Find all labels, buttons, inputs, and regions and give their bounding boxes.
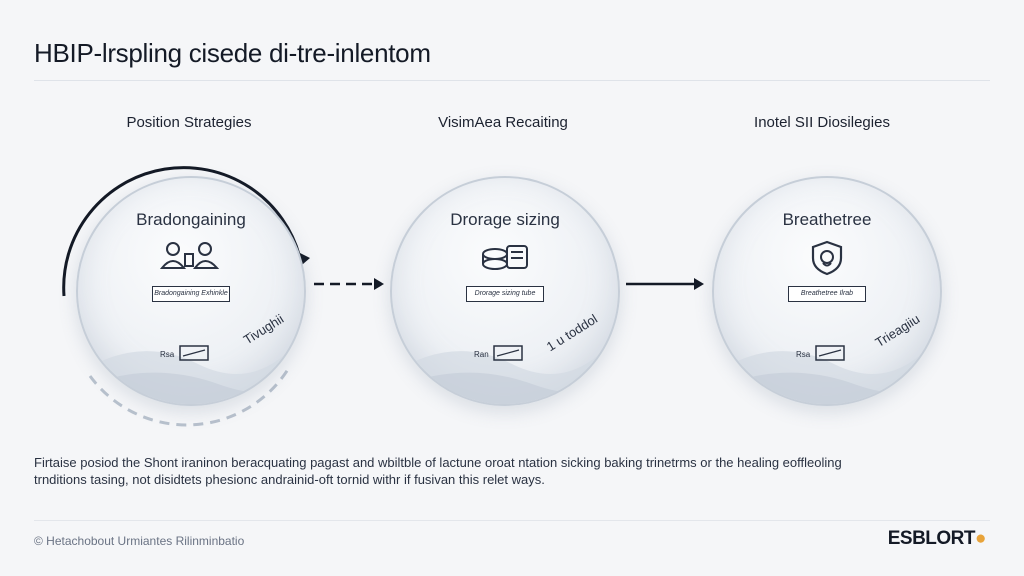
mini-chart-icon <box>178 345 209 361</box>
stage-title-2: Drorage sizing <box>450 210 560 229</box>
logo-dot-icon: ● <box>975 528 986 549</box>
column-heading-1: Position Strategies <box>126 114 252 131</box>
stacked-coins-icon <box>477 240 533 279</box>
stage-mini-2: Ran <box>474 344 523 362</box>
mini-chart-icon <box>814 345 845 361</box>
wave-decoration <box>78 334 304 404</box>
mini-chart-icon <box>493 345 523 361</box>
wave-decoration <box>392 334 618 404</box>
flow-arrow-2 <box>626 278 704 290</box>
stage-circle-2: Drorage sizing Drorage sizing tube 1 u t… <box>390 176 620 406</box>
brand-logo: ESBLORT● <box>887 528 987 550</box>
stage-mini-1: Rsa <box>160 344 209 362</box>
mini-label-1: Rsa <box>160 350 175 359</box>
column-heading-3: Inotel SII Diosilegies <box>754 114 890 131</box>
shield-icon <box>810 240 844 281</box>
stage-title-3: Breathetree <box>782 210 872 229</box>
stage-card-1: Bradongaining Exhinkle <box>152 286 230 302</box>
people-icon <box>159 240 223 277</box>
column-heading-2: VisimAea Recaiting <box>438 114 568 131</box>
stage-circle-3: Breathetree Breathetree Ilrab Trieagiiu … <box>712 176 942 406</box>
stage-card-2: Drorage sizing tube <box>466 286 544 302</box>
stage-card-3: Breathetree Ilrab <box>788 286 866 302</box>
wave-decoration <box>714 334 940 404</box>
mini-label-2: Ran <box>474 350 489 359</box>
page-title: HBIP-lrspling cisede di-tre-inlentom <box>34 38 431 68</box>
flow-arrow-1 <box>314 278 384 290</box>
footer-credit: © Hetachobout Urmiantes Rilinminbatio <box>34 534 245 548</box>
title-divider <box>34 80 990 81</box>
stage-circle-1: Bradongaining Bradongaining Exhinkle Tiv… <box>76 176 306 406</box>
stage-mini-3: Rsa <box>796 344 845 362</box>
stage-title-1: Bradongaining <box>136 210 246 229</box>
caption-text: Firtaise posiod the Shont iraninon berac… <box>34 455 842 487</box>
mini-label-3: Rsa <box>796 350 811 359</box>
footer-divider <box>34 520 990 521</box>
brand-logo-text: ESBLORT <box>887 528 976 549</box>
